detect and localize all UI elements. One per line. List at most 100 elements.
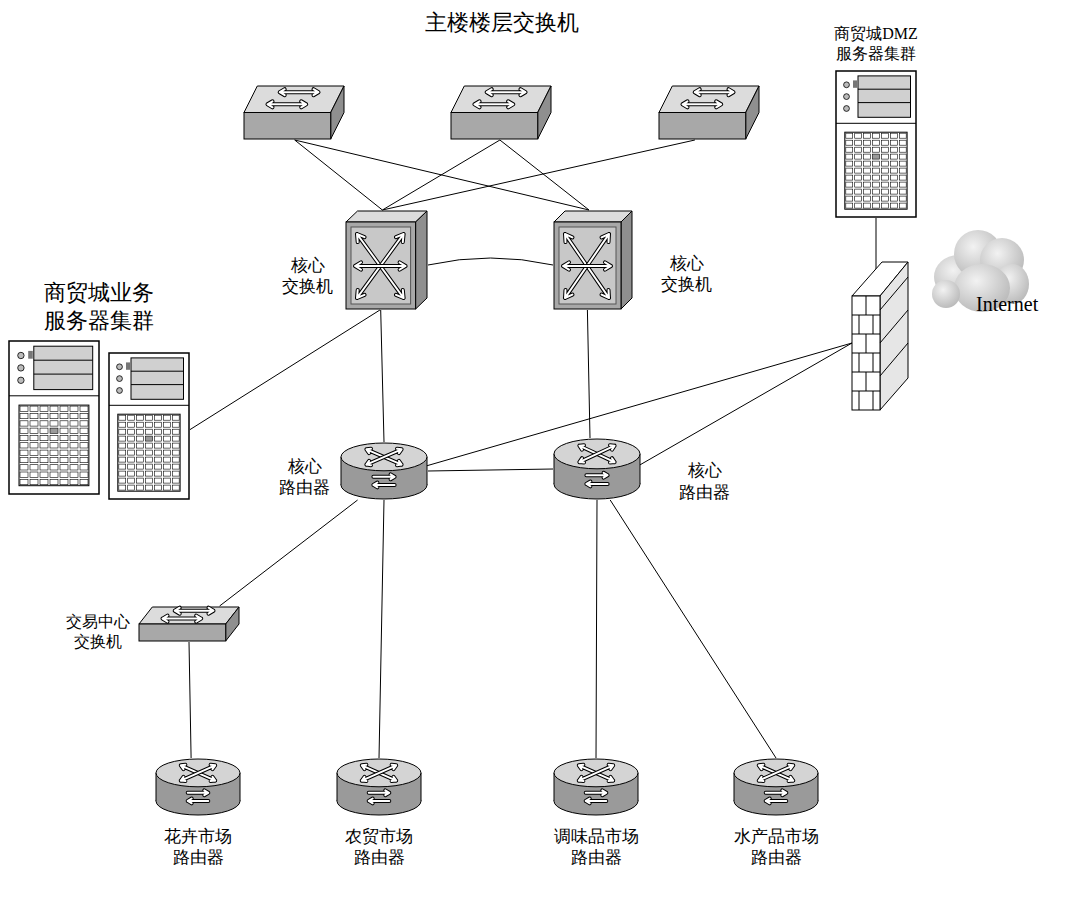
icon-shape <box>846 147 853 152</box>
market-router-icon <box>336 758 422 816</box>
icon-shape <box>475 101 514 107</box>
core-switch: 核心 交换机 <box>345 210 428 310</box>
icon-shape <box>873 161 880 166</box>
icon-shape <box>80 413 88 418</box>
network-link <box>379 500 384 758</box>
icon-shape <box>538 86 551 139</box>
device-label: 核心 交换机 <box>661 253 712 296</box>
icon-shape <box>109 405 189 406</box>
device-label: 商贸城业务 服务器集群 <box>44 279 154 334</box>
icon-shape <box>18 377 24 383</box>
icon-shape <box>155 429 162 434</box>
icon-shape <box>659 86 759 113</box>
icon-shape <box>882 168 889 173</box>
icon-shape <box>30 472 38 477</box>
icon-shape <box>844 94 850 100</box>
icon-shape <box>109 353 189 499</box>
icon-shape <box>355 262 406 269</box>
icon-shape <box>369 799 390 804</box>
icon-shape <box>20 435 28 440</box>
icon-shape <box>20 450 28 455</box>
internet-cloud: Internet <box>930 222 1030 322</box>
icon-shape <box>890 147 897 152</box>
icon-shape <box>882 175 889 180</box>
icon-shape <box>586 482 607 487</box>
icon-shape <box>30 435 38 440</box>
icon-shape <box>882 203 889 208</box>
icon-shape <box>137 422 144 427</box>
icon-shape <box>118 414 180 491</box>
device-label: 农贸市场 路由器 <box>345 826 413 869</box>
icon-shape <box>563 262 611 269</box>
icon-shape <box>858 89 910 102</box>
icon-shape <box>9 341 99 494</box>
core-switch-icon <box>553 210 633 310</box>
icon-shape <box>172 471 179 476</box>
icon-shape <box>137 485 144 490</box>
icon-shape <box>683 101 722 107</box>
network-link <box>189 642 191 758</box>
icon-shape <box>80 457 88 462</box>
icon-shape <box>373 474 394 479</box>
icon-shape <box>268 101 307 107</box>
icon-shape <box>846 182 853 187</box>
icon-shape <box>128 422 135 427</box>
icon-shape <box>117 376 123 382</box>
icon-shape <box>362 765 396 781</box>
icon-shape <box>366 449 401 466</box>
icon-shape <box>146 436 153 441</box>
icon-shape <box>855 182 862 187</box>
icon-shape <box>554 439 640 469</box>
icon-shape <box>899 140 906 145</box>
icon-shape <box>331 86 344 139</box>
icon-shape <box>890 161 897 166</box>
icon-shape <box>181 765 215 781</box>
network-link <box>295 140 695 210</box>
server-cluster-icon <box>835 70 917 218</box>
icon-shape <box>846 168 853 173</box>
icon-shape <box>117 388 123 394</box>
icon-shape <box>163 471 170 476</box>
core-router: 核心 路由器 <box>553 438 641 500</box>
icon-shape <box>369 790 390 795</box>
icon-shape <box>155 443 162 448</box>
icon-shape <box>20 479 28 484</box>
icon-shape <box>899 203 906 208</box>
icon-shape <box>28 351 33 359</box>
icon-shape <box>175 608 214 614</box>
icon-shape <box>9 341 99 494</box>
icon-shape <box>864 175 871 180</box>
icon-shape <box>50 465 58 470</box>
icon-shape <box>119 422 126 427</box>
icon-shape <box>846 133 853 138</box>
icon-shape <box>50 421 58 426</box>
icon-shape <box>586 473 607 478</box>
icon-shape <box>873 182 880 187</box>
icon-shape <box>163 415 170 420</box>
icon-shape <box>163 616 202 622</box>
icon-shape <box>873 168 880 173</box>
icon-shape <box>487 89 526 95</box>
icon-shape <box>80 479 88 484</box>
access-switch-icon <box>138 606 240 642</box>
icon-shape <box>50 443 58 448</box>
icon-shape <box>156 759 240 815</box>
server-cluster: 商贸城业务 服务器集群 <box>8 340 190 500</box>
icon-shape <box>188 790 209 795</box>
icon-shape <box>70 435 78 440</box>
device-label: 交易中心 交换机 <box>66 612 130 652</box>
icon-shape <box>659 86 759 139</box>
icon-shape <box>351 227 411 304</box>
icon-shape <box>554 222 621 309</box>
icon-shape <box>155 415 162 420</box>
icon-shape <box>9 395 99 396</box>
icon-shape <box>172 478 179 483</box>
icon-shape <box>155 436 162 441</box>
icon-shape <box>855 175 862 180</box>
icon-shape <box>853 80 857 87</box>
icon-shape <box>119 436 126 441</box>
device-label: 商贸城DMZ 服务器集群 <box>834 24 918 64</box>
icon-shape <box>280 89 319 95</box>
icon-shape <box>366 449 401 466</box>
icon-shape <box>155 485 162 490</box>
